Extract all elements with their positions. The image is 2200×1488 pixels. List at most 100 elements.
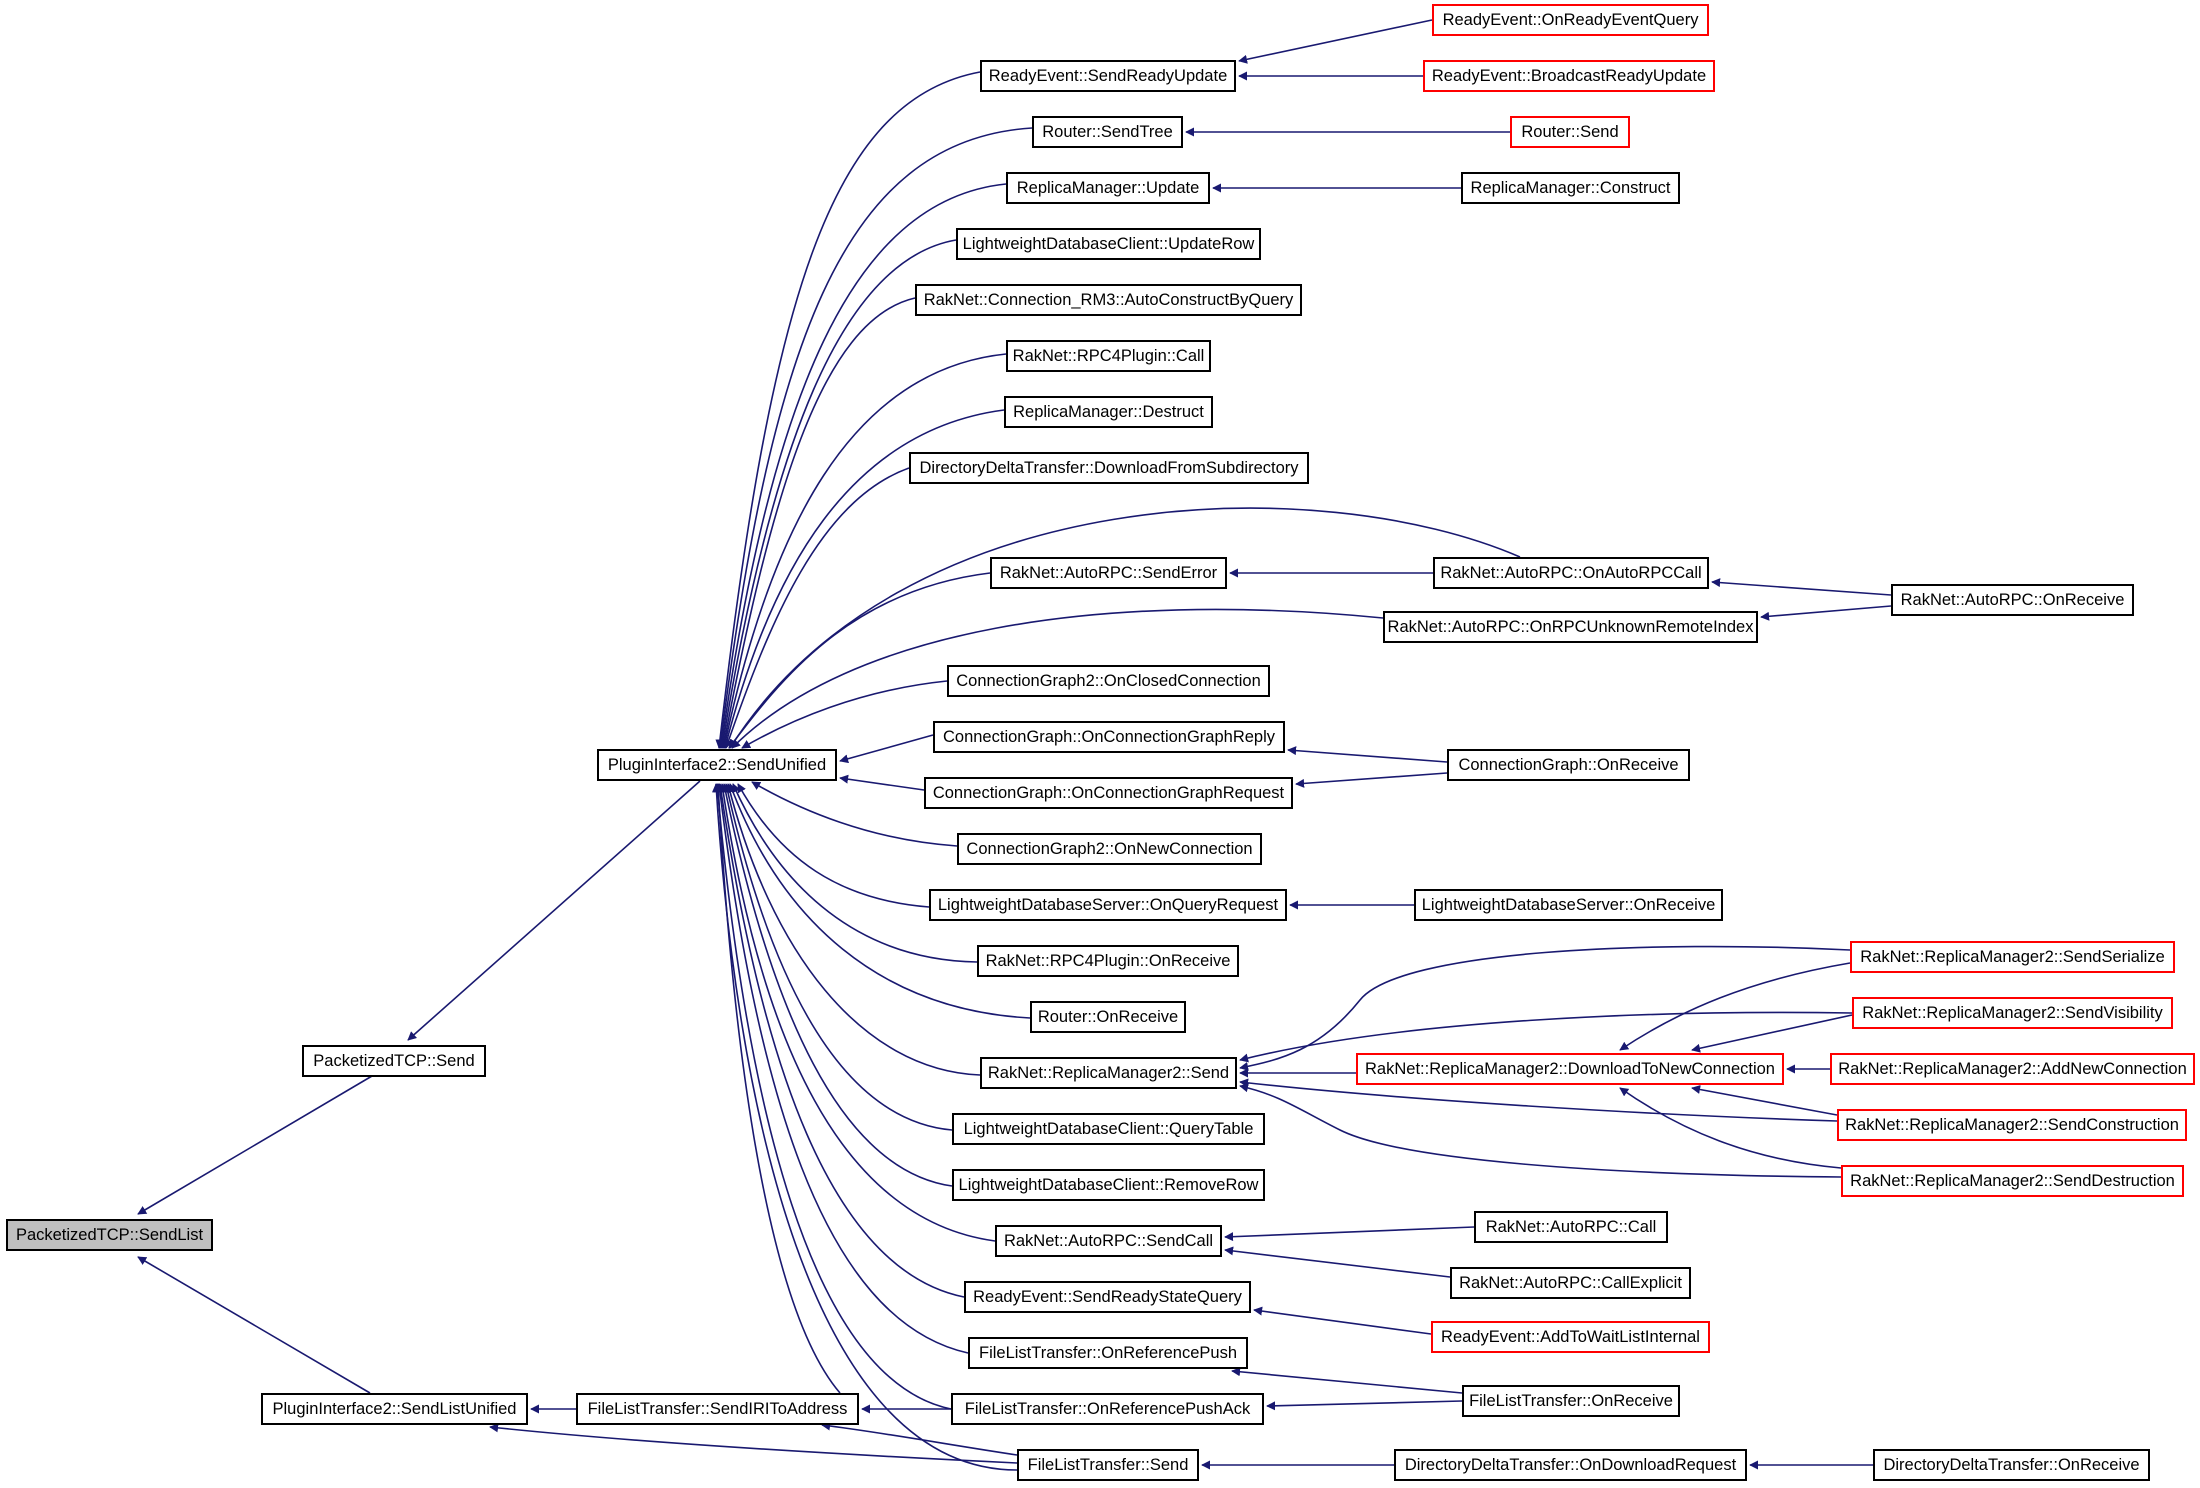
edge-cg2onnew-to-pi2 <box>751 781 958 847</box>
node-filelisttransfer-onreceive[interactable]: FileListTransfer::OnReceive <box>1462 1385 1680 1417</box>
edge-arpccallexplicit-to-arpcsendcall <box>1224 1246 1451 1278</box>
edge-routeronreceive-to-pi2 <box>728 783 1031 1019</box>
edge-resendreadyupdate-to-pi2 <box>715 71 981 749</box>
node-router-sendtree[interactable]: Router::SendTree <box>1032 116 1183 148</box>
edge-resendreadystate-to-pi2 <box>716 783 965 1298</box>
node-lightweightdatabaseclient-querytable[interactable]: LightweightDatabaseClient::QueryTable <box>952 1113 1265 1145</box>
edge-rm2send-to-pi2 <box>725 783 981 1076</box>
node-replicamanager2-senddestruction[interactable]: RakNet::ReplicaManager2::SendDestruction <box>1841 1165 2184 1197</box>
node-autorpc-senderror[interactable]: RakNet::AutoRPC::SendError <box>990 557 1227 589</box>
edge-cgonrequest-to-pi2 <box>839 774 925 791</box>
edge-fltonrefpush-to-pi2 <box>715 783 969 1354</box>
edge-rpc4call-to-pi2 <box>721 353 1007 749</box>
node-filelisttransfer-onreferencepush[interactable]: FileListTransfer::OnReferencePush <box>968 1337 1248 1369</box>
node-readyevent-sendreadystatequery[interactable]: ReadyEvent::SendReadyStateQuery <box>964 1281 1251 1313</box>
node-autorpc-onautorpccall[interactable]: RakNet::AutoRPC::OnAutoRPCCall <box>1433 557 1709 589</box>
node-connectiongraph-onconnectiongraphrequest[interactable]: ConnectionGraph::OnConnectionGraphReques… <box>924 777 1293 809</box>
edge-rm2senddestruction-to-rm2send <box>1239 1083 1842 1178</box>
node-lightweightdatabaseserver-onreceive[interactable]: LightweightDatabaseServer::OnReceive <box>1414 889 1723 921</box>
edge-ldbcupdaterow-to-pi2 <box>718 239 957 749</box>
node-rpc4plugin-onreceive[interactable]: RakNet::RPC4Plugin::OnReceive <box>977 945 1239 977</box>
node-replicamanager2-addnewconnection[interactable]: RakNet::ReplicaManager2::AddNewConnectio… <box>1830 1053 2195 1085</box>
node-replicamanager2-send[interactable]: RakNet::ReplicaManager2::Send <box>980 1057 1237 1089</box>
node-packetizedtcp-sendlist: PacketizedTCP::SendList <box>6 1219 213 1251</box>
node-replicamanager-update[interactable]: ReplicaManager::Update <box>1006 172 1210 204</box>
edge-cg2onclosed-to-pi2 <box>741 680 948 749</box>
edge-arpconreceive-to-arpconautorpccall <box>1711 578 1892 596</box>
edge-fltonreceive-to-fltonrefpushack <box>1266 1400 1463 1411</box>
node-autorpc-callexplicit[interactable]: RakNet::AutoRPC::CallExplicit <box>1450 1267 1691 1299</box>
edge-ldbsonquery-to-pi2 <box>737 783 930 908</box>
edge-arpcsendcall-to-pi2 <box>718 783 996 1242</box>
edge-fltsend-to-fltsendiri <box>821 1421 1018 1456</box>
node-replicamanager2-downloadtonewconnection[interactable]: RakNet::ReplicaManager2::DownloadToNewCo… <box>1356 1053 1784 1085</box>
edge-arpconreceive-to-arpconrpcunknown <box>1760 605 1892 621</box>
edge-arpccall-to-arpcsendcall <box>1224 1226 1475 1242</box>
edge-rmdestruct-to-pi2 <box>722 409 1005 749</box>
edge-readdtowait-to-resendreadystate <box>1253 1306 1432 1335</box>
node-lightweightdatabaseclient-updaterow[interactable]: LightweightDatabaseClient::UpdateRow <box>956 228 1261 260</box>
edge-routersendtree-to-pi2 <box>716 127 1033 749</box>
node-lightweightdatabaseserver-onqueryrequest[interactable]: LightweightDatabaseServer::OnQueryReques… <box>929 889 1287 921</box>
edge-pi2sendlistunified-to-sendlist <box>137 1256 371 1394</box>
edge-rm2sendvisibility-to-rm2download <box>1691 1014 1853 1053</box>
node-directorydeltatransfer-downloadfromsubdirectory[interactable]: DirectoryDeltaTransfer::DownloadFromSubd… <box>909 452 1309 484</box>
edge-rm2sendserialize-to-rm2send <box>1239 945 1851 1071</box>
node-readyevent-onreadyeventquery[interactable]: ReadyEvent::OnReadyEventQuery <box>1432 4 1709 36</box>
edge-rm3auto-to-pi2 <box>720 297 916 749</box>
node-connectiongraph2-onclosedconnection[interactable]: ConnectionGraph2::OnClosedConnection <box>947 665 1270 697</box>
node-connectiongraph-onreceive[interactable]: ConnectionGraph::OnReceive <box>1447 749 1690 781</box>
edge-rm2sendserialize-to-rm2download <box>1619 962 1851 1051</box>
edge-ddtdownload-to-pi2 <box>724 467 910 749</box>
edge-cgonreceive-to-cgonrequest <box>1295 772 1448 788</box>
edge-fltonreceive-to-fltonrefpush <box>1231 1367 1463 1394</box>
node-readyevent-sendreadyupdate[interactable]: ReadyEvent::SendReadyUpdate <box>980 60 1236 92</box>
node-plugininterface2-sendlistunified[interactable]: PluginInterface2::SendListUnified <box>261 1393 528 1425</box>
node-autorpc-onrpcunknownremoteindex[interactable]: RakNet::AutoRPC::OnRPCUnknownRemoteIndex <box>1383 611 1758 643</box>
node-filelisttransfer-sendiritoaddress[interactable]: FileListTransfer::SendIRIToAddress <box>576 1393 859 1425</box>
node-filelisttransfer-send[interactable]: FileListTransfer::Send <box>1017 1449 1199 1481</box>
edge-fltsend-to-pi2sendunified <box>711 783 1018 1471</box>
edge-ldbcremoverow-to-pi2 <box>721 783 953 1187</box>
edge-rmupdate-to-pi2 <box>717 183 1007 749</box>
edge-fltonrefpushack-to-pi2 <box>713 783 952 1410</box>
node-connection-rm3-autoconstructbyquery[interactable]: RakNet::Connection_RM3::AutoConstructByQ… <box>915 284 1302 316</box>
node-replicamanager-construct[interactable]: ReplicaManager::Construct <box>1461 172 1680 204</box>
node-replicamanager-destruct[interactable]: ReplicaManager::Destruct <box>1004 396 1213 428</box>
node-autorpc-onreceive[interactable]: RakNet::AutoRPC::OnReceive <box>1891 584 2134 616</box>
edge-rpc4onreceive-to-pi2 <box>732 783 978 963</box>
node-connectiongraph2-onnewconnection[interactable]: ConnectionGraph2::OnNewConnection <box>957 833 1262 865</box>
edge-rm2senddestruction-to-rm2download <box>1619 1087 1842 1169</box>
node-packetizedtcp-send[interactable]: PacketizedTCP::Send <box>302 1045 486 1077</box>
edge-rm2sendvisibility-to-rm2send <box>1239 1011 1853 1063</box>
edge-reonreadyquery-to-resendreadyupdate <box>1238 19 1433 64</box>
node-replicamanager2-sendvisibility[interactable]: RakNet::ReplicaManager2::SendVisibility <box>1852 997 2173 1029</box>
node-autorpc-sendcall[interactable]: RakNet::AutoRPC::SendCall <box>995 1225 1222 1257</box>
edge-ptcp_send-to-sendlist <box>137 1075 373 1215</box>
node-autorpc-call[interactable]: RakNet::AutoRPC::Call <box>1474 1211 1668 1243</box>
edge-rm2sendconstruction-to-rm2send <box>1239 1078 1838 1122</box>
node-router-send[interactable]: Router::Send <box>1510 116 1630 148</box>
node-router-onreceive[interactable]: Router::OnReceive <box>1030 1001 1186 1033</box>
edge-fltsend-to-pi2sendlistunified <box>489 1423 1018 1464</box>
node-connectiongraph-onconnectiongraphreply[interactable]: ConnectionGraph::OnConnectionGraphReply <box>933 721 1285 753</box>
node-readyevent-broadcastreadyupdate[interactable]: ReadyEvent::BroadcastReadyUpdate <box>1423 60 1715 92</box>
edge-fltsendiri-to-pi2sendunified <box>713 783 841 1394</box>
edge-arpconrpcunknown-to-pi2 <box>731 608 1384 749</box>
node-replicamanager2-sendserialize[interactable]: RakNet::ReplicaManager2::SendSerialize <box>1850 941 2175 973</box>
node-directorydeltatransfer-onreceive[interactable]: DirectoryDeltaTransfer::OnReceive <box>1873 1449 2150 1481</box>
edge-pi2sendunified-to-ptcpsend <box>407 780 701 1041</box>
node-rpc4plugin-call[interactable]: RakNet::RPC4Plugin::Call <box>1006 340 1211 372</box>
edge-cgonreply-to-pi2 <box>839 734 934 764</box>
node-plugininterface2-sendunified[interactable]: PluginInterface2::SendUnified <box>597 749 837 781</box>
node-lightweightdatabaseclient-removerow[interactable]: LightweightDatabaseClient::RemoveRow <box>952 1169 1265 1201</box>
edge-rm2sendconstruction-to-rm2download <box>1691 1085 1838 1116</box>
node-replicamanager2-sendconstruction[interactable]: RakNet::ReplicaManager2::SendConstructio… <box>1837 1109 2187 1141</box>
node-directorydeltatransfer-ondownloadrequest[interactable]: DirectoryDeltaTransfer::OnDownloadReques… <box>1394 1449 1747 1481</box>
node-readyevent-addtowaitlistinternal[interactable]: ReadyEvent::AddToWaitListInternal <box>1431 1321 1710 1353</box>
edge-ldbcquerytable-to-pi2 <box>723 783 953 1131</box>
node-filelisttransfer-onreferencepushack[interactable]: FileListTransfer::OnReferencePushAck <box>951 1393 1264 1425</box>
edge-cgonreceive-to-cgonreply <box>1287 746 1448 763</box>
